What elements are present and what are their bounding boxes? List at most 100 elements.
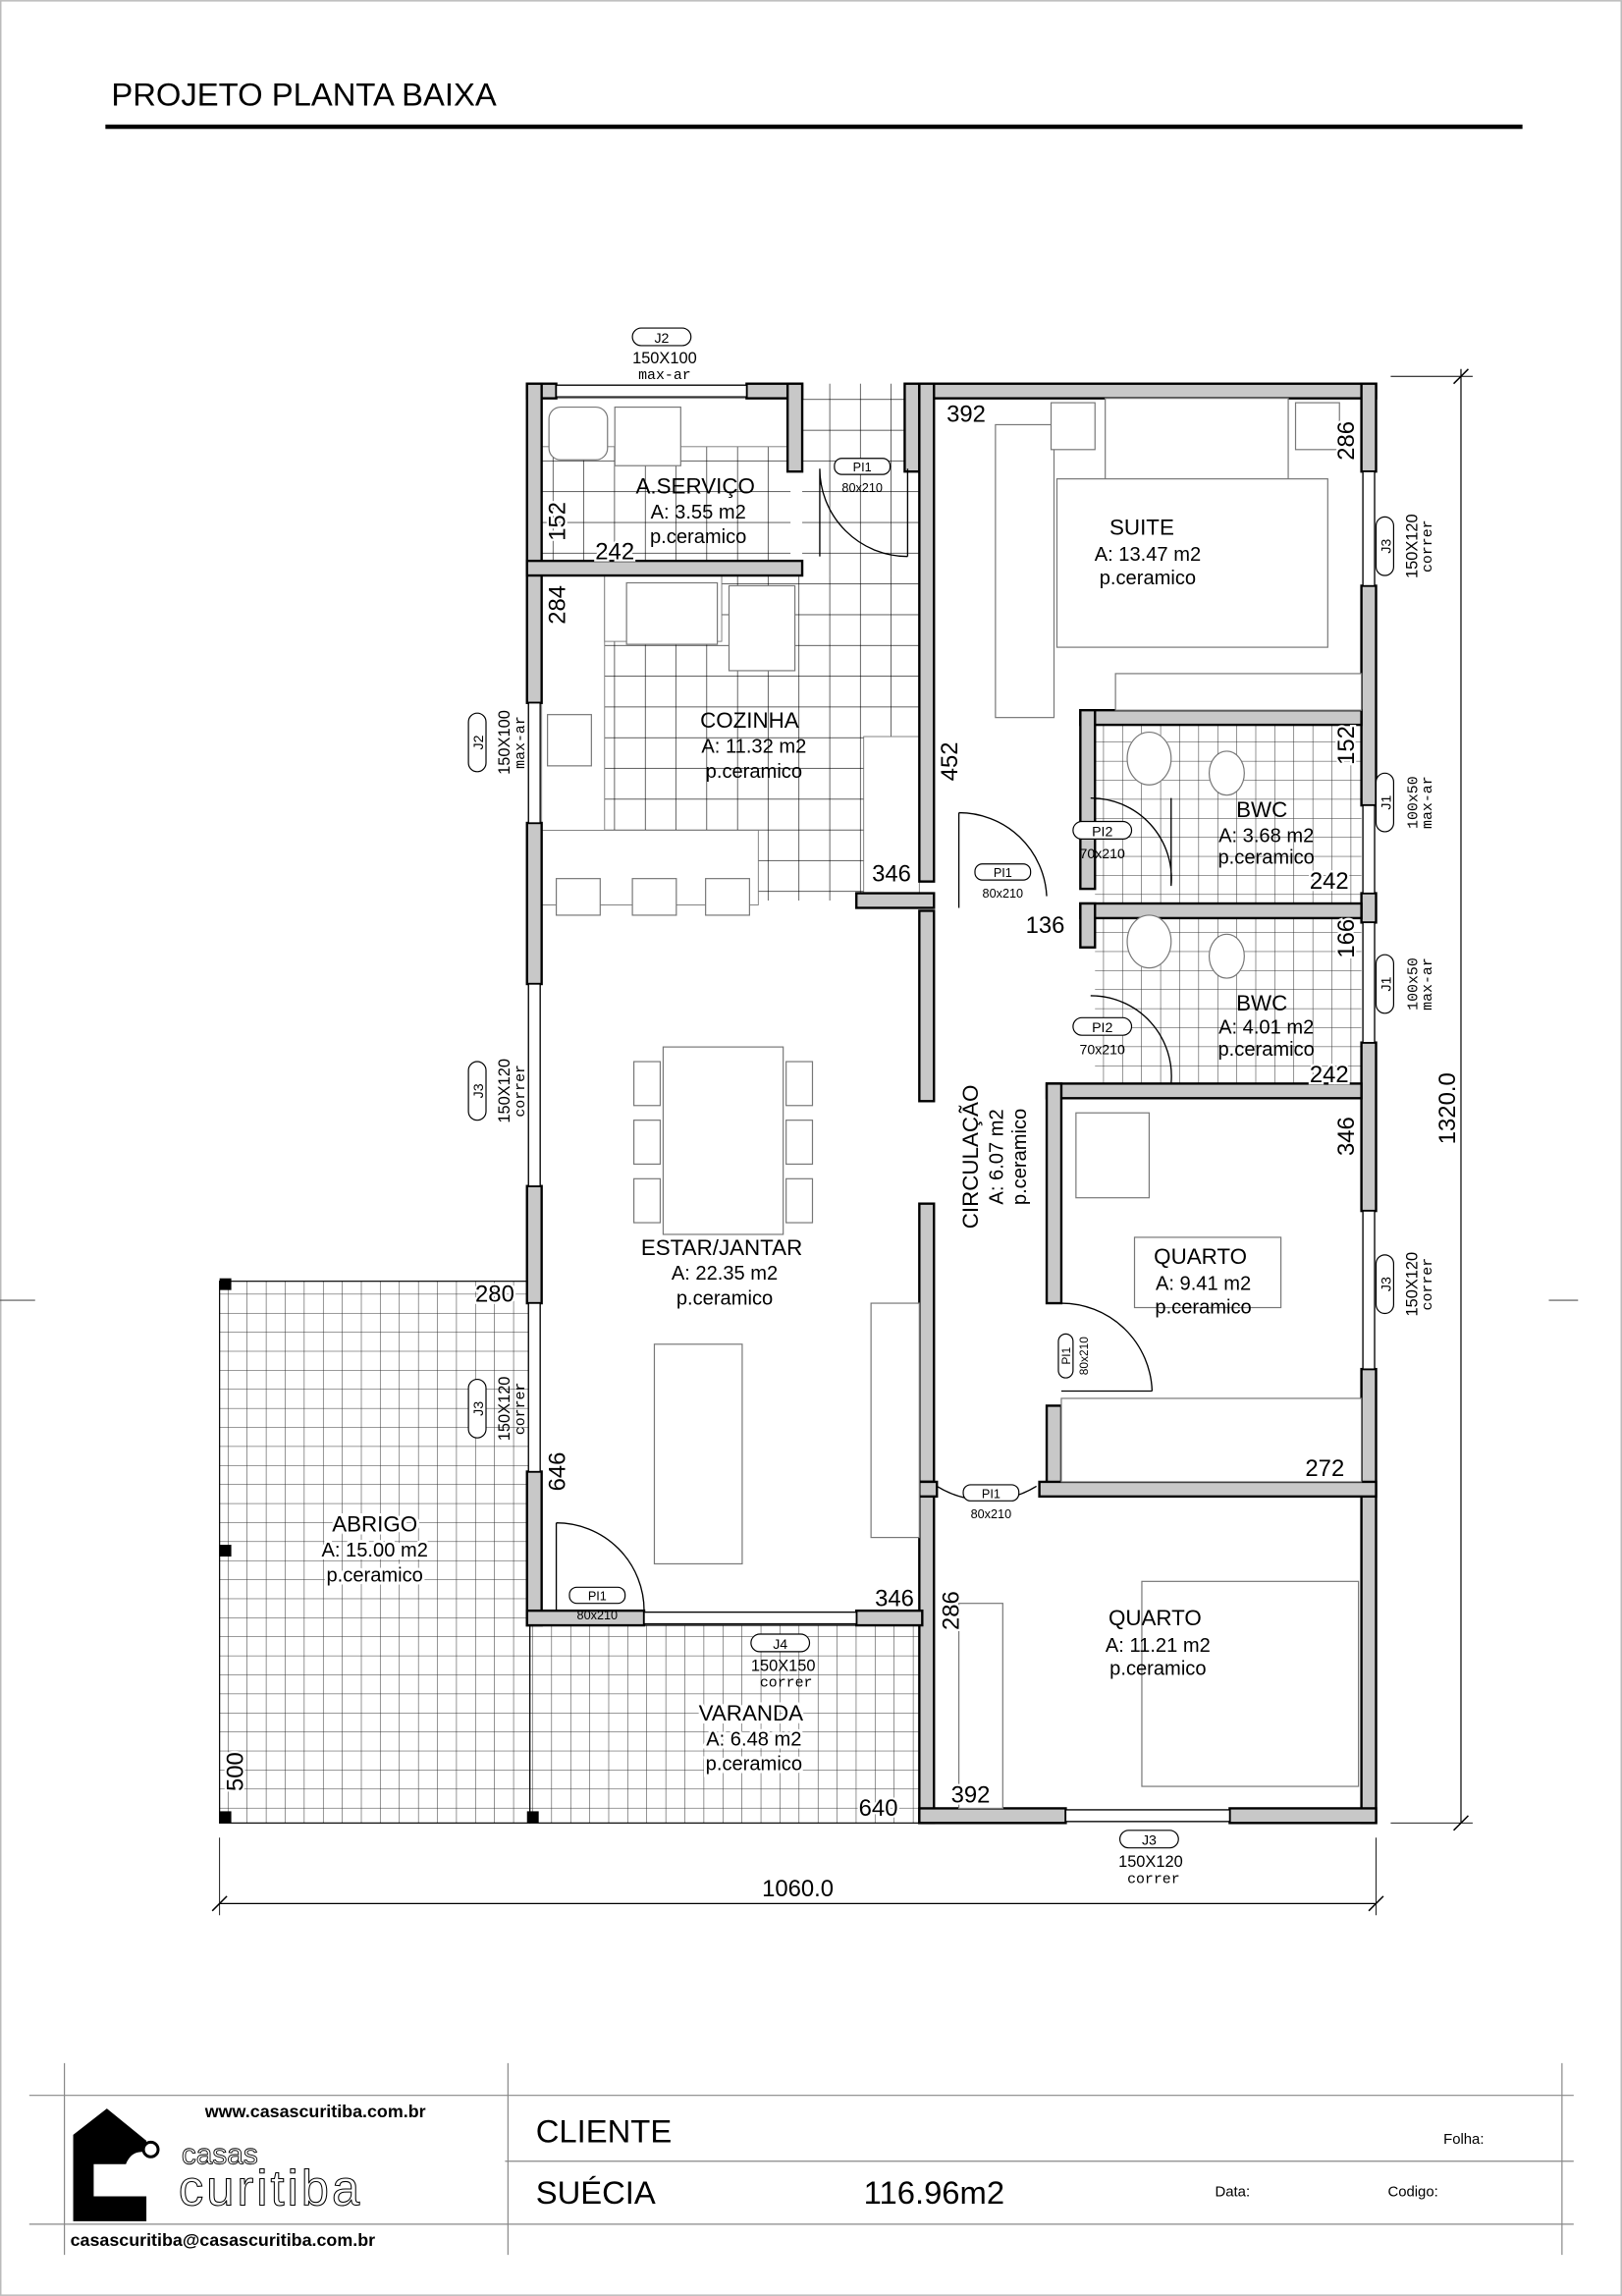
window-code: J3 [1379,1277,1394,1291]
door-tag-bwc2: PI2 70x210 [1072,1016,1133,1059]
room-bwc-2: BWC A: 4.01 m2 p.ceramico [1218,991,1315,1061]
data-label: Data: [1216,2185,1251,2201]
window-type: max-ar [1421,957,1436,1011]
dim-servico-h: 152 [545,502,571,541]
door-tag-circulacao: PI1 80x210 [974,863,1032,901]
folha-label: Folha: [1443,2132,1484,2148]
room-floor: p.ceramico [706,1754,802,1776]
room-name: ABRIGO [332,1512,417,1537]
room-abrigo: ABRIGO A: 15.00 m2 p.ceramico [318,1509,430,1590]
dimension-labels: 152 242 284 346 392 286 452 136 152 242 … [220,399,1362,1824]
window-size: 100x50 [1406,957,1422,1011]
room-floor: p.ceramico [650,526,746,548]
room-area: A: 9.41 m2 [1156,1274,1251,1295]
door-code: PI2 [1092,1020,1112,1036]
window-code: J4 [773,1637,787,1653]
window-type: max-ar [514,716,529,769]
window-tag-j1-bwc2: J1 100x50 max-ar [1375,954,1436,1014]
room-area: A: 4.01 m2 [1218,1017,1314,1039]
window-tag-j2-top: J2 150X100 max-ar [631,327,697,384]
dim-total-width: 1060.0 [762,1876,834,1902]
title-block: www.casascuritiba.com.br casas curitiba … [28,2062,1574,2256]
room-floor: p.ceramico [1009,1109,1031,1205]
door-code: PI1 [853,461,872,474]
door-tag-estar: PI1 80x210 [568,1586,626,1622]
door-swings [555,468,1172,1612]
dim-bwc1-h: 152 [1333,726,1360,765]
company-logo: casas curitiba [73,2108,362,2221]
door-code: PI2 [1092,824,1112,840]
window-code: J2 [471,735,487,749]
window-size: 150X150 [751,1657,816,1674]
dim-varanda-w: 640 [859,1795,898,1822]
door-size: 70x210 [1079,1043,1125,1059]
window-code: J3 [1142,1833,1157,1849]
room-floor: p.ceramico [1100,568,1196,589]
logo-text-bottom: curitiba [179,2159,362,2215]
room-a-servico: A.SERVIÇO A: 3.55 m2 p.ceramico [636,474,755,549]
window-size: 150X120 [1118,1853,1183,1871]
dim-abrigo-top: 280 [475,1282,514,1308]
door-size: 80x210 [983,887,1024,901]
window-tags: J2 150X100 max-ar J2 150X100 max-ar J3 1… [467,327,1436,1887]
dim-suite-h: 286 [1333,421,1360,461]
room-area: A: 3.68 m2 [1218,825,1314,847]
room-floor: p.ceramico [1109,1659,1206,1680]
window-tag-j3-quarto: J3 150X120 correr [1375,1252,1436,1316]
room-area: A: 6.48 m2 [706,1728,801,1750]
door-size: 80x210 [1077,1337,1091,1375]
dim-bwc1-w: 242 [1310,868,1349,895]
window-type: correr [514,1383,529,1436]
window-tag-j2-left: J2 150X100 max-ar [467,710,529,775]
window-type: correr [1421,1258,1436,1311]
dim-circ-h: 452 [937,741,963,781]
window-type: max-ar [638,368,691,384]
door-size: 70x210 [1079,847,1125,862]
room-area: A: 15.00 m2 [321,1540,427,1561]
window-tag-j3-bottom: J3 150X120 correr [1118,1830,1183,1887]
page-title: PROJETO PLANTA BAIXA [111,76,497,112]
window-tag-j4: J4 150X150 correr [750,1633,816,1692]
room-varanda: VARANDA A: 6.48 m2 p.ceramico [696,1698,806,1778]
window-tag-j3-left-2: J3 150X120 correr [467,1377,529,1441]
window-code: J3 [471,1083,487,1098]
window-type: correr [1421,519,1436,573]
dim-estar-w: 346 [875,1586,914,1613]
door-size: 80x210 [971,1507,1012,1521]
total-area: 116.96m2 [864,2174,1004,2211]
dim-bwc2-w: 242 [1310,1062,1349,1088]
room-name: SUITE [1109,515,1174,539]
dim-total-height: 1320.0 [1434,1072,1461,1144]
room-name: ESTAR/JANTAR [641,1235,802,1260]
window-tag-j3-suite: J3 150X120 correr [1375,514,1436,578]
window-type: correr [760,1676,813,1692]
dim-varanda-h: 500 [223,1752,249,1791]
room-area: A: 3.55 m2 [651,502,746,523]
dim-servico-w: 242 [595,539,634,566]
window-size: 150X100 [632,350,697,367]
dim-quarto1-w: 272 [1305,1455,1344,1482]
website-text: www.casascuritiba.com.br [204,2102,426,2121]
client-label: CLIENTE [536,2112,673,2149]
room-estar-jantar: ESTAR/JANTAR A: 22.35 m2 p.ceramico [641,1235,802,1310]
dim-suite-w: 392 [946,401,986,427]
dim-circ-w: 136 [1026,912,1065,939]
room-name: QUARTO [1108,1606,1202,1630]
window-code: J3 [1379,539,1394,554]
window-type: max-ar [1421,776,1436,829]
window-size: 150X100 [496,710,514,775]
door-tag-quarto2: PI1 80x210 [962,1484,1020,1521]
room-name: A.SERVIÇO [636,474,755,499]
header-rule [105,124,1523,130]
dim-estar-h: 646 [545,1452,571,1492]
window-code: J2 [654,331,669,347]
room-name: BWC [1236,991,1287,1015]
window-tag-j1-bwc1: J1 100x50 max-ar [1375,772,1436,833]
door-tag-quarto1: PI1 80x210 [1057,1333,1091,1379]
room-name: CIRCULAÇÃO [958,1085,983,1230]
dim-quarto2-h: 286 [939,1591,965,1630]
room-area: A: 13.47 m2 [1095,544,1201,566]
room-area: A: 11.32 m2 [701,736,806,757]
